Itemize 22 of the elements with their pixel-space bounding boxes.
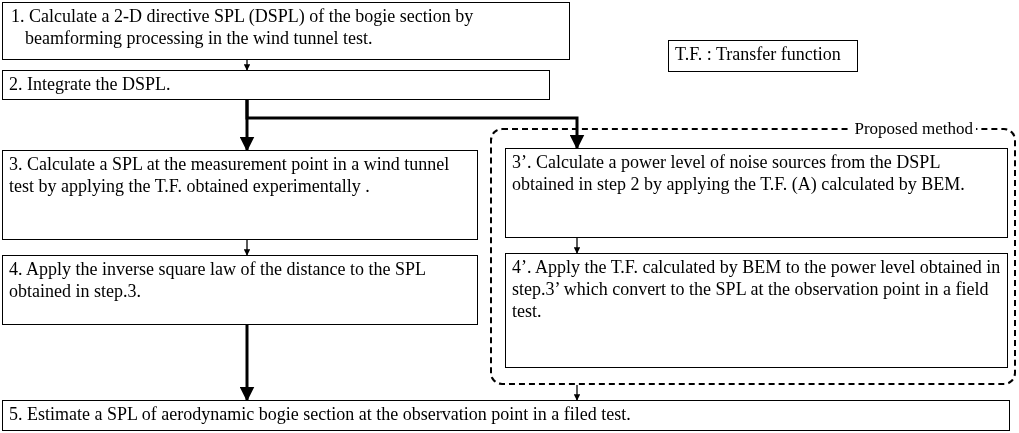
arrow bbox=[239, 325, 255, 402]
process-box bbox=[2, 70, 550, 100]
process-box bbox=[2, 400, 1010, 431]
step-text: 3. Calculate a SPL at the measurement point in a wind tunnel test by applying the T.F. obtained experimentally . bbox=[8, 153, 451, 198]
arrow bbox=[243, 239, 251, 256]
step-text: 4’. Apply the T.F. calculated by BEM to the power level obtained in step.3’ which convert to the SPL at the observation point in a field test. bbox=[511, 256, 1002, 323]
arrow bbox=[245, 100, 585, 150]
arrow bbox=[573, 384, 581, 401]
step-text: T.F. : Transfer function bbox=[674, 43, 842, 66]
step-text: 1. Calculate a 2-D directive SPL (DSPL) of the bogie section by beamforming processing in the wind tunnel test. bbox=[10, 5, 475, 50]
step-text: 4. Apply the inverse square law of the distance to the SPL obtained in step.3. bbox=[8, 258, 427, 303]
process-box bbox=[2, 2, 570, 60]
step-text: 5. Estimate a SPL of aerodynamic bogie section at the observation point in a filed test. bbox=[8, 403, 632, 426]
arrow bbox=[243, 59, 251, 71]
process-box bbox=[2, 255, 478, 325]
step-text: 3’. Calculate a power level of noise sources from the DSPL obtained in step 2 by applying the T.F. (A) calculated by BEM. bbox=[511, 151, 966, 196]
process-box bbox=[505, 253, 1008, 368]
arrow bbox=[573, 237, 581, 254]
process-box bbox=[668, 40, 858, 72]
process-box bbox=[2, 150, 478, 240]
step-text: 2. Integrate the DSPL. bbox=[8, 73, 172, 96]
process-box bbox=[505, 148, 1008, 238]
